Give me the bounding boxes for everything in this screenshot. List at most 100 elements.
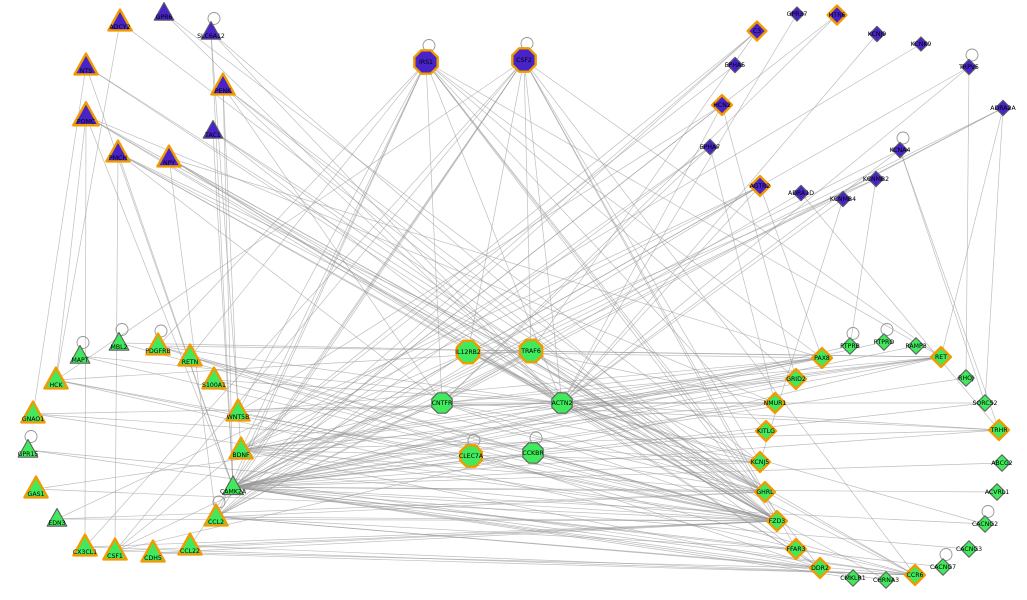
node-fzd3[interactable] <box>765 509 789 533</box>
node-cacng2[interactable] <box>976 515 994 533</box>
node-kcnj9[interactable] <box>868 25 886 43</box>
edge-camk2a-ccr6 <box>232 486 916 576</box>
self-loop-mbl2 <box>115 323 129 336</box>
edge-nts-fzd3 <box>85 65 778 522</box>
node-hcn2[interactable] <box>710 93 734 117</box>
edge-kcnmb4-kcnj5 <box>759 198 844 463</box>
node-cx3cl1[interactable] <box>72 533 98 557</box>
node-kcnk9[interactable] <box>913 36 929 52</box>
node-rhoj[interactable] <box>957 369 975 387</box>
node-ptprb[interactable] <box>841 337 859 355</box>
node-ramp3[interactable] <box>907 337 925 355</box>
edge-npy-ccl2 <box>168 157 217 518</box>
node-pmch[interactable] <box>105 139 131 163</box>
edge-bdnf-trhr <box>240 429 1000 451</box>
node-il12rb2[interactable] <box>455 339 481 365</box>
node-trpv5[interactable] <box>960 58 978 76</box>
node-gpr15[interactable] <box>17 438 39 458</box>
node-ffar3[interactable] <box>784 537 808 561</box>
edge-adcy2-fzd3 <box>119 21 778 522</box>
node-nmur1[interactable] <box>763 391 787 415</box>
node-ccl22[interactable] <box>177 532 203 556</box>
edge-trpv5-rhoj <box>965 66 970 379</box>
edge-il12rb2-ghrl <box>467 351 766 493</box>
node-ddr2[interactable] <box>808 556 832 580</box>
node-pax8[interactable] <box>810 346 834 370</box>
nodes-layer <box>17 1 1012 589</box>
node-clec7a[interactable] <box>459 444 483 468</box>
node-htr6[interactable] <box>826 4 848 26</box>
edge-wnt5b-fzd3 <box>237 411 778 522</box>
node-epha5[interactable] <box>726 56 744 74</box>
node-hck[interactable] <box>43 366 69 390</box>
node-kcna4[interactable] <box>891 141 909 159</box>
node-csf2[interactable] <box>511 47 537 73</box>
edge-gpr15-ccr6 <box>27 449 916 576</box>
node-epha7[interactable] <box>701 138 719 156</box>
edge-hck-ccr6 <box>55 379 916 576</box>
node-cdh5[interactable] <box>140 539 166 563</box>
node-gnao1[interactable] <box>20 400 46 424</box>
node-acvrl1[interactable] <box>988 483 1006 501</box>
node-cmklr1[interactable] <box>844 569 862 587</box>
node-ptpro[interactable] <box>875 333 893 351</box>
node-gpr6[interactable] <box>153 1 175 21</box>
node-chrna3[interactable] <box>877 571 895 589</box>
node-adcy2[interactable] <box>107 8 133 32</box>
node-ccl2[interactable] <box>203 503 229 527</box>
node-mbl2[interactable] <box>108 331 130 351</box>
node-ccr6[interactable] <box>903 563 927 587</box>
node-cckbr[interactable] <box>522 442 544 464</box>
node-kcnmb4[interactable] <box>834 190 852 208</box>
node-pomc[interactable] <box>72 101 100 127</box>
node-penk[interactable] <box>210 72 236 96</box>
node-npy[interactable] <box>156 144 182 168</box>
node-gpr37[interactable] <box>789 6 805 22</box>
node-slc6a12[interactable] <box>200 20 222 40</box>
node-cntfr[interactable] <box>431 392 453 414</box>
edge-csf2-ffar3 <box>523 59 797 550</box>
node-trhr[interactable] <box>987 418 1011 442</box>
edge-s100a1-actn2 <box>213 379 563 404</box>
node-irs1[interactable] <box>413 49 439 75</box>
edge-csf2-il12rb2 <box>467 59 525 353</box>
node-kitlg[interactable] <box>754 419 778 443</box>
edge-irs1-camk2a <box>232 61 427 488</box>
node-sorcs2[interactable] <box>976 394 994 412</box>
node-kcnj5[interactable] <box>748 450 772 474</box>
node-tac1[interactable] <box>202 119 224 139</box>
node-c3[interactable] <box>746 20 768 42</box>
edge-pdgfrb-actn2 <box>157 345 563 404</box>
node-mapt[interactable] <box>69 344 91 364</box>
node-edn3[interactable] <box>46 507 68 527</box>
edge-csf2-actn2 <box>523 59 563 404</box>
node-retn[interactable] <box>177 343 203 367</box>
node-traf6[interactable] <box>518 338 544 364</box>
node-gas1[interactable] <box>23 475 49 499</box>
node-actn2[interactable] <box>551 392 573 414</box>
node-pdgfrb[interactable] <box>145 332 171 356</box>
node-ghrl[interactable] <box>753 480 777 504</box>
node-adra2a[interactable] <box>994 99 1012 117</box>
node-bdnf[interactable] <box>228 436 254 460</box>
node-cacng3[interactable] <box>960 540 978 558</box>
node-csf1[interactable] <box>102 537 128 561</box>
edge-csf2-ccl2 <box>215 59 525 518</box>
node-agtr2[interactable] <box>748 174 772 198</box>
node-adra1d[interactable] <box>792 184 810 202</box>
node-abcg2[interactable] <box>993 454 1011 472</box>
node-cacng7[interactable] <box>934 558 952 576</box>
node-nts[interactable] <box>73 52 99 76</box>
node-grid2[interactable] <box>784 367 808 391</box>
node-ret[interactable] <box>929 345 953 369</box>
node-kcnmb2[interactable] <box>867 170 885 188</box>
edge-agtr2-actn2 <box>561 185 761 404</box>
edge-cntfr-kcnj5 <box>441 402 761 463</box>
node-wnt5b[interactable] <box>225 398 251 422</box>
edge-csf2-ret <box>523 59 942 358</box>
edge-csf2-ccl22 <box>189 59 525 547</box>
node-s100a1[interactable] <box>201 366 227 390</box>
node-camk2a[interactable] <box>222 475 244 496</box>
edge-epha7-cntfr <box>441 146 711 404</box>
edge-cx3cl1-fzd3 <box>84 520 778 548</box>
